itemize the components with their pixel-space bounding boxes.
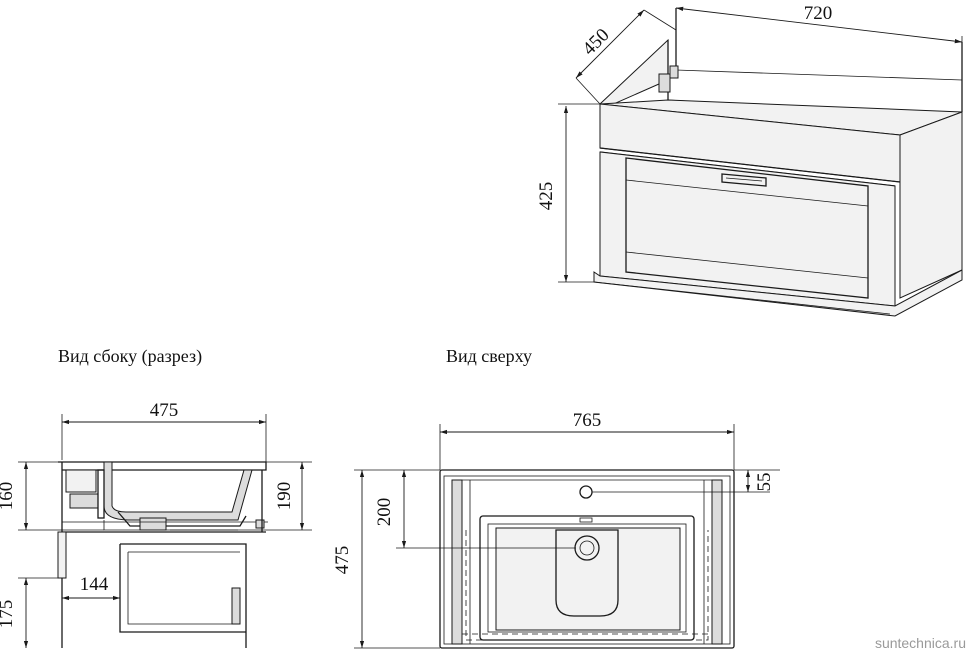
iso-left-wall xyxy=(599,38,669,111)
dim-side-width: 475 xyxy=(150,400,179,421)
dim-top-width: 765 xyxy=(573,410,602,431)
dim-side-leg-height: 175 xyxy=(0,600,17,629)
wall-bracket xyxy=(658,73,671,93)
dim-iso-width: 720 xyxy=(804,3,833,24)
top-view-title: Вид сверху xyxy=(446,346,532,366)
dim-top-tap-offset: 55 xyxy=(754,473,775,492)
side-view: 475 160 190 xyxy=(0,400,312,648)
dim-iso-depth: 450 xyxy=(579,25,614,60)
dim-side-inner-offset: 144 xyxy=(80,574,109,595)
top-view: 765 475 200 xyxy=(332,410,780,649)
iso-right-face xyxy=(899,111,963,299)
basin-section xyxy=(103,461,253,521)
dim-top-drain-offset: 200 xyxy=(374,498,395,527)
tap-hole-icon xyxy=(579,485,593,499)
drawer-handle xyxy=(721,173,767,187)
dim-top-depth: 475 xyxy=(332,546,353,575)
isometric-view: 720 450 425 xyxy=(536,3,963,317)
watermark: suntechnica.ru xyxy=(875,635,966,651)
dim-side-top-height: 190 xyxy=(274,482,295,511)
dim-iso-height: 425 xyxy=(536,182,557,211)
dim-side-sink-height: 160 xyxy=(0,482,17,511)
side-view-title: Вид сбоку (разрез) xyxy=(58,346,202,367)
